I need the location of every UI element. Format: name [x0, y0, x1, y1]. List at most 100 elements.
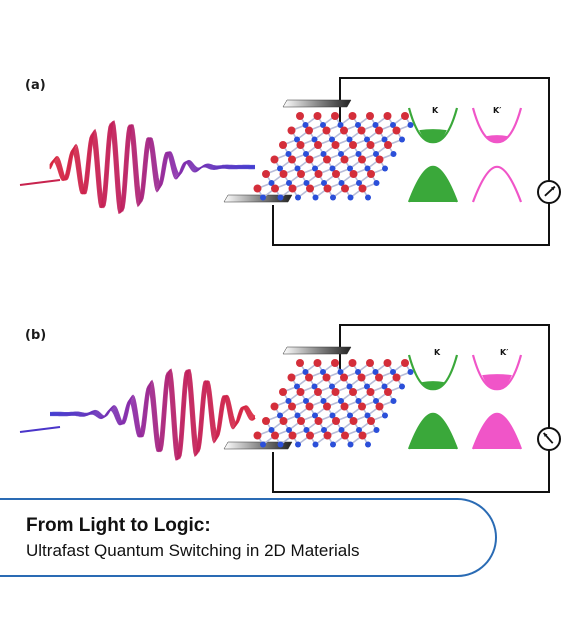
metal-atom — [305, 126, 313, 135]
chalcogen-atom — [295, 194, 301, 201]
metal-atom — [340, 126, 348, 135]
chalcogen-atom — [302, 369, 309, 375]
chalcogen-atom — [399, 383, 405, 390]
metal-atom — [401, 112, 409, 120]
chalcogen-atom — [303, 427, 310, 433]
chalcogen-atom — [294, 383, 300, 390]
chalcogen-atom — [286, 180, 292, 186]
panel-a-k-label: K — [432, 106, 439, 115]
chalcogen-atom — [320, 122, 326, 128]
metal-atom — [297, 417, 305, 425]
chalcogen-atom — [364, 136, 370, 143]
chalcogen-atom — [338, 151, 344, 157]
kprime-valley-conduction-fill — [486, 135, 508, 143]
metal-atom — [348, 112, 357, 120]
chalcogen-atom — [365, 441, 371, 448]
metal-atom — [340, 373, 348, 382]
metal-atom — [296, 388, 305, 396]
panel-b-kprime-label: K′ — [500, 348, 509, 357]
chalcogen-atom — [329, 383, 335, 390]
metal-atom — [357, 126, 366, 135]
chalcogen-atom — [320, 398, 327, 404]
metal-atom — [367, 170, 375, 178]
chalcogen-atom — [294, 136, 300, 143]
chalcogen-atom — [312, 194, 319, 201]
chalcogen-atom — [312, 165, 318, 172]
chalcogen-atom — [381, 383, 388, 390]
metal-atom — [366, 388, 375, 396]
metal-atom — [279, 388, 287, 396]
meter-arrowhead — [550, 186, 555, 191]
chalcogen-atom — [337, 369, 344, 375]
chalcogen-atom — [338, 398, 344, 404]
meter-arrowhead — [543, 433, 548, 437]
metal-atom — [323, 184, 332, 193]
metal-atom — [375, 402, 384, 411]
chalcogen-atom — [260, 194, 266, 201]
metal-atom — [271, 184, 279, 193]
metal-atom — [366, 359, 374, 367]
chalcogen-atom — [373, 398, 379, 404]
panel-a-label: (a) — [25, 78, 46, 93]
chalcogen-atom — [381, 136, 388, 143]
chalcogen-atom — [365, 194, 371, 201]
wave-strand — [50, 368, 256, 460]
metal-atom — [340, 402, 349, 411]
metal-atom — [287, 373, 296, 382]
metal-atom — [341, 184, 349, 193]
chalcogen-atom — [277, 441, 284, 448]
metal-atom — [392, 126, 401, 135]
chalcogen-atom — [347, 441, 354, 448]
chalcogen-atom — [355, 122, 361, 128]
k-valley-conduction-fill — [421, 381, 445, 390]
metal-atom — [288, 402, 296, 411]
chalcogen-atom — [277, 165, 283, 172]
metal-atom — [262, 417, 270, 425]
chalcogen-atom — [303, 180, 310, 186]
panel-b-k-label: K — [434, 348, 441, 357]
chalcogen-atom — [364, 165, 371, 172]
panel-a — [19, 77, 561, 246]
metal-atom — [366, 141, 375, 149]
chalcogen-atom — [347, 165, 353, 172]
bottom-electrode — [223, 441, 293, 450]
chalcogen-atom — [321, 180, 327, 186]
metal-atom — [323, 155, 331, 164]
metal-atom — [279, 170, 288, 178]
kprime-valley-valence-band — [471, 165, 523, 203]
metal-atom — [296, 359, 304, 367]
wave-tail — [19, 426, 61, 433]
chalcogen-atom — [277, 412, 283, 419]
k-valley-valence-fill — [409, 413, 457, 449]
chalcogen-atom — [372, 122, 379, 128]
metal-atom — [375, 126, 383, 135]
metal-atom — [253, 431, 262, 440]
chalcogen-atom — [399, 136, 405, 143]
chalcogen-atom — [303, 151, 309, 157]
chalcogen-atom — [338, 427, 345, 433]
wave-strand — [50, 369, 256, 461]
chalcogen-atom — [382, 165, 388, 172]
chalcogen-atom — [390, 369, 396, 375]
chalcogen-atom — [390, 398, 397, 404]
metal-atom — [383, 112, 392, 120]
metal-atom — [305, 155, 314, 164]
caption-subtitle: Ultrafast Quantum Switching in 2D Materi… — [26, 541, 360, 560]
chalcogen-atom — [294, 412, 301, 419]
metal-atom — [358, 155, 366, 164]
wave-strand — [49, 122, 256, 214]
metal-atom — [279, 141, 287, 149]
metal-atom — [253, 184, 262, 193]
metal-atom — [314, 388, 322, 396]
metal-atom — [392, 373, 401, 382]
metal-atom — [384, 141, 392, 149]
panel-b-label: (b) — [25, 328, 47, 343]
metal-atom — [332, 417, 340, 425]
panel-b — [19, 324, 561, 493]
metal-atom — [313, 112, 322, 120]
chalcogen-atom — [268, 427, 275, 433]
chalcogen-atom — [390, 151, 397, 157]
kprime-valley-conduction-fill — [482, 374, 512, 390]
metal-atom — [322, 373, 331, 382]
caption-title: From Light to Logic: — [26, 515, 211, 536]
